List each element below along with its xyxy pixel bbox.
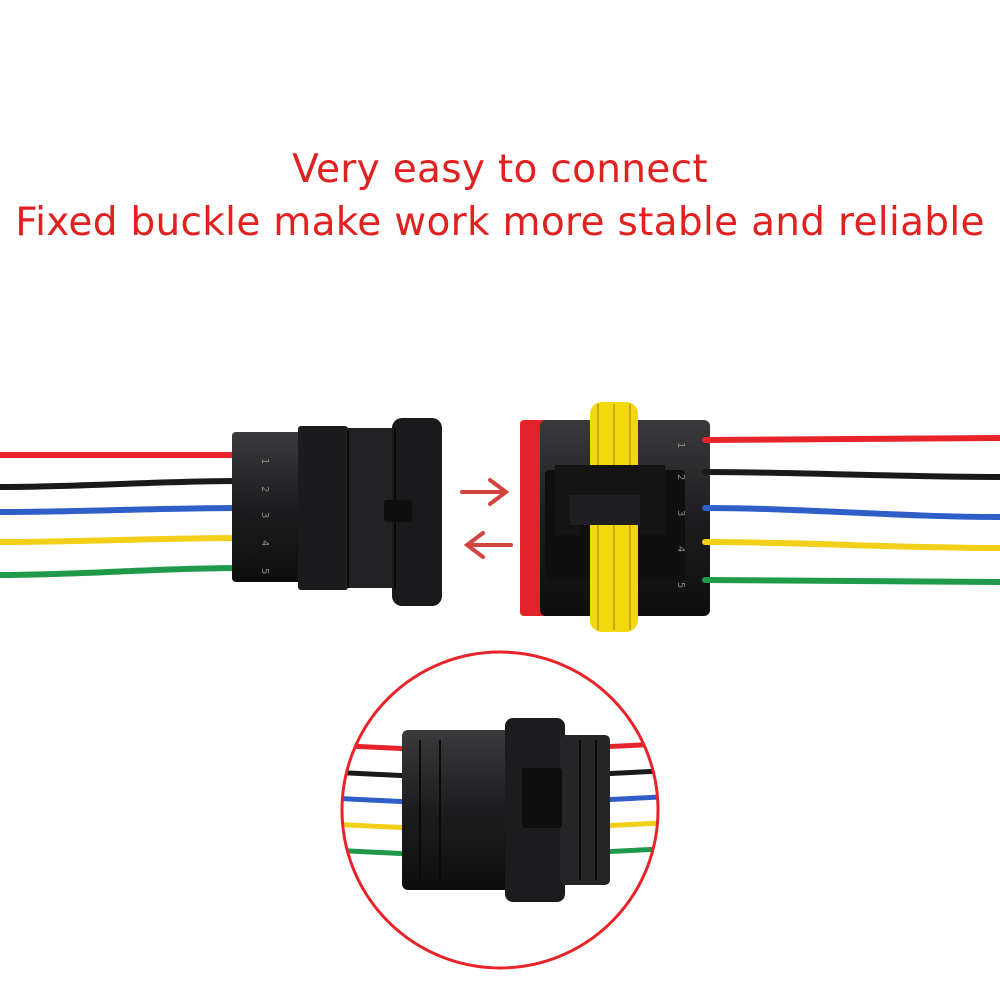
female-pin-1: 1 [675, 442, 686, 448]
inset-right-wire-yellow [599, 819, 658, 829]
female-pin-4: 4 [675, 546, 686, 552]
male-pin-5: 5 [259, 568, 270, 574]
left-wire-yellow [0, 535, 243, 545]
left-wire-blue [0, 505, 243, 515]
female-pin-5: 5 [675, 582, 686, 588]
male-pin-3: 3 [259, 512, 270, 518]
right-wire-red [702, 435, 1000, 443]
male-pin-1: 1 [259, 458, 270, 464]
inset-right-wire-black [599, 767, 658, 777]
male-pin-labels: 1 2 3 4 5 [259, 458, 270, 574]
inset-right-wire-red [599, 740, 658, 750]
inset-right-wire-blue [599, 793, 658, 803]
male-pin-2: 2 [259, 486, 270, 492]
right-wire-blue [702, 505, 1000, 520]
right-wire-yellow [702, 539, 1000, 551]
male-pin-4: 4 [259, 540, 270, 546]
left-wire-black [0, 478, 243, 490]
female-pin-2: 2 [675, 474, 686, 480]
right-wire-bundle [702, 435, 1000, 585]
connected-inset [340, 650, 660, 970]
female-connector: 1 2 3 4 5 [520, 402, 710, 632]
connect-arrows [460, 478, 513, 559]
headline-line-2: Fixed buckle make work more stable and r… [15, 200, 985, 245]
left-wire-green [0, 565, 243, 578]
left-wire-bundle [0, 452, 243, 578]
male-connector: 1 2 3 4 5 [232, 418, 442, 606]
right-wire-black [702, 469, 1000, 480]
female-pin-labels: 1 2 3 4 5 [675, 442, 686, 588]
right-wire-green [702, 577, 1000, 585]
headline-line-1: Very easy to connect [292, 147, 708, 192]
inset-right-wire-green [599, 845, 658, 855]
female-pin-3: 3 [675, 510, 686, 516]
